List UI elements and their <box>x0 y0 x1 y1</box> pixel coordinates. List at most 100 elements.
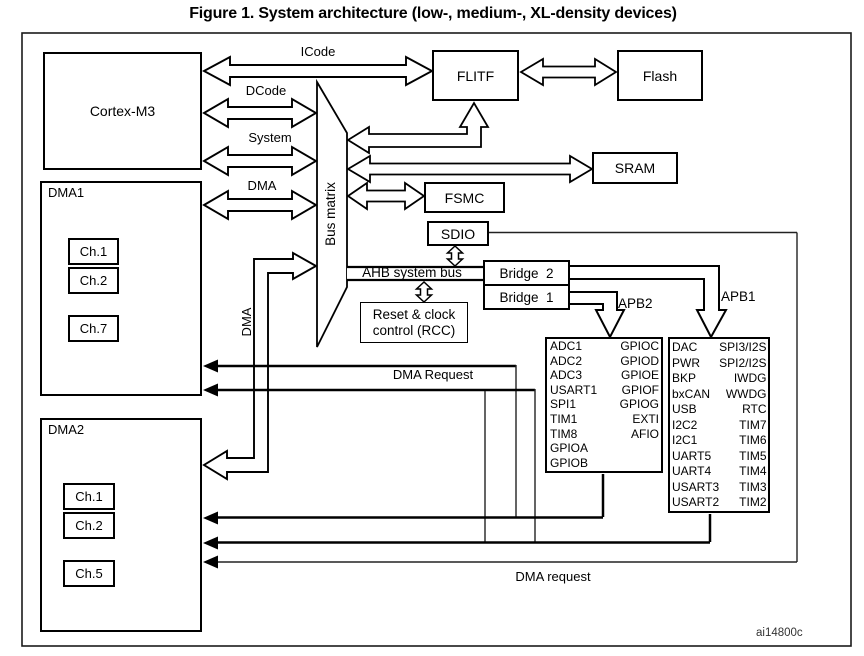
sdio-label: SDIO <box>440 225 476 242</box>
sram-label: SRAM <box>614 160 656 176</box>
dcode-label: DCode <box>245 83 287 98</box>
figure-title: Figure 1. System architecture (low-, med… <box>189 5 677 22</box>
fsmc-arrow <box>346 181 426 211</box>
dma2-ch1-label: Ch.1 <box>75 489 103 504</box>
figure-watermark: ai14800c <box>756 627 803 639</box>
bus-matrix-label: Bus matrix <box>322 182 338 246</box>
peripheral-item: UART5 <box>672 448 712 463</box>
peripheral-item: USART3 <box>672 479 720 494</box>
system-label: System <box>248 130 292 145</box>
peripheral-item: bxCAN <box>672 386 711 401</box>
apb2-label: APB2 <box>618 296 653 311</box>
dma1-ch1-label: Ch.1 <box>79 244 108 259</box>
cortex-m3-label: Cortex-M3 <box>89 103 156 119</box>
peripheral-item: EXTI <box>632 411 659 426</box>
bridge1-apb2-arrow <box>568 291 626 340</box>
dma2-label: DMA2 <box>48 422 85 437</box>
dma-request-bottom-label: DMA request <box>515 569 591 584</box>
icode-label: ICode <box>300 44 336 59</box>
sdio-ahb-arrow <box>445 244 465 268</box>
bus-matrix-shape <box>316 78 348 348</box>
peripheral-item: GPIOA <box>550 441 589 456</box>
peripheral-item: SPI1 <box>550 397 577 412</box>
peripheral-item: GPIOG <box>619 397 659 412</box>
peripheral-item: TIM2 <box>739 495 767 509</box>
peripheral-item: USART1 <box>550 382 598 397</box>
flitf-box: FLITF <box>432 50 519 101</box>
peripheral-item: RTC <box>742 402 767 416</box>
peripheral-item: I2C1 <box>672 433 698 447</box>
apb1-label: APB1 <box>721 289 756 304</box>
cortex-m3-box: Cortex-M3 <box>43 52 202 170</box>
dma2-ch2-box: Ch.2 <box>63 512 115 539</box>
peripheral-item: USART2 <box>672 495 720 509</box>
dma1-ch2-label: Ch.2 <box>79 273 108 288</box>
rcc-label-line1: Reset & clock <box>372 306 456 322</box>
peripheral-item: DAC <box>672 340 698 354</box>
peripheral-item: USB <box>672 402 697 416</box>
busmatrix-flitf-arrow <box>346 101 490 155</box>
dma-bus-arrow <box>202 189 318 221</box>
system-bus-arrow <box>202 145 318 177</box>
figure-border <box>21 32 852 647</box>
ahb-rcc-arrow <box>414 280 434 304</box>
peripheral-item: TIM3 <box>739 479 767 494</box>
peripheral-item: AFIO <box>630 426 659 441</box>
dma1-box <box>40 181 202 396</box>
peripheral-item: ADC3 <box>550 368 583 383</box>
apb2-peripherals-box <box>545 337 663 473</box>
sdio-box: SDIO <box>427 221 489 246</box>
flash-label: Flash <box>642 67 678 84</box>
dma-vertical-label: DMA <box>239 307 255 337</box>
dma-request-top-label: DMA Request <box>392 367 474 382</box>
dma1-ch7-label: Ch.7 <box>79 321 108 336</box>
flitf-flash-arrow <box>519 57 618 87</box>
rcc-label-line2: control (RCC) <box>372 322 456 338</box>
peripheral-item: ADC1 <box>550 339 583 353</box>
dma1-arrowhead-1 <box>203 359 218 373</box>
bridge2-cell: Bridge 2 <box>499 265 554 281</box>
dma-bus-label: DMA <box>247 178 277 193</box>
peripheral-item: TIM8 <box>550 426 578 441</box>
peripheral-item: IWDG <box>733 371 767 385</box>
peripheral-item: GPIOD <box>620 353 659 368</box>
dcode-bus-arrow <box>202 97 318 129</box>
dma1-label: DMA1 <box>48 185 85 200</box>
peripheral-item: TIM4 <box>739 464 767 478</box>
dma2-ch1-box: Ch.1 <box>63 483 115 510</box>
fsmc-label: FSMC <box>444 189 485 206</box>
dma2-ch2-label: Ch.2 <box>75 518 103 533</box>
peripheral-item: TIM5 <box>739 448 767 463</box>
apb1-peripherals-box <box>668 337 770 513</box>
peripheral-item: GPIOE <box>620 368 659 383</box>
peripheral-item: BKP <box>672 371 697 385</box>
sram-arrow <box>346 154 594 184</box>
peripheral-item: UART4 <box>672 464 712 478</box>
peripheral-item: SPI3/I2S <box>719 340 767 354</box>
peripheral-item: GPIOF <box>621 382 659 397</box>
dma2-ch5-label: Ch.5 <box>75 566 103 581</box>
peripheral-item: SPI2/I2S <box>719 355 767 370</box>
dma2-arrowhead-1 <box>203 511 218 525</box>
fsmc-box: FSMC <box>424 182 505 213</box>
ahb-bar-fill <box>347 267 483 280</box>
dma1-ch7-box: Ch.7 <box>68 315 119 342</box>
dma1-ch1-box: Ch.1 <box>68 238 119 265</box>
flitf-label: FLITF <box>456 67 495 84</box>
sram-box: SRAM <box>592 152 678 184</box>
peripheral-item: PWR <box>672 355 700 370</box>
sdio-request-route <box>214 231 798 563</box>
peripheral-item: TIM1 <box>550 411 578 426</box>
peripheral-item: TIM7 <box>739 417 767 432</box>
ahb-bus-bar <box>347 265 483 282</box>
icode-bus-arrow <box>201 55 435 87</box>
flash-box: Flash <box>617 50 703 101</box>
dma2-arrowhead-3 <box>203 555 218 569</box>
dma1-ch2-box: Ch.2 <box>68 267 119 294</box>
dma2-ch5-box: Ch.5 <box>63 560 115 587</box>
dma1-arrowhead-2 <box>203 383 218 397</box>
